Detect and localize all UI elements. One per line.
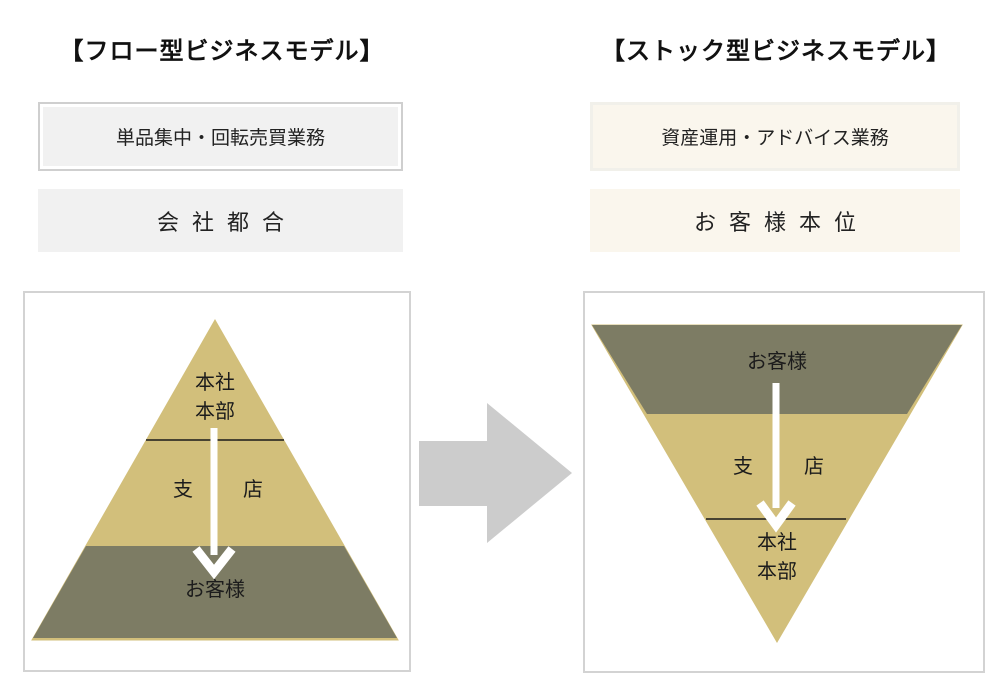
flow-top-label-line1: 本社 bbox=[195, 371, 235, 394]
flow-stance-box: 会社都合 bbox=[38, 189, 403, 252]
stock-stance-box: お客様本位 bbox=[590, 189, 960, 252]
stock-business-box: 資産運用・アドバイス業務 bbox=[590, 102, 960, 171]
stock-top-label: お客様 bbox=[747, 350, 807, 373]
down-arrow-head bbox=[756, 500, 796, 533]
stock-pyramid-panel: お客様 支 店 本社 本部 bbox=[583, 291, 985, 673]
flow-top-label-line2: 本部 bbox=[195, 400, 235, 423]
flow-pyramid-panel: 本社 本部 支 店 お客様 bbox=[23, 291, 411, 672]
flow-stance-label: 会社都合 bbox=[156, 209, 297, 235]
stock-model-title: 【ストック型ビジネスモデル】 bbox=[601, 38, 951, 65]
transform-arrow bbox=[415, 400, 575, 550]
down-arrow-head bbox=[192, 546, 236, 580]
right-block-arrow-icon bbox=[419, 403, 572, 543]
stock-stance-label: お客様本位 bbox=[693, 209, 869, 235]
stock-pyramid-top-section bbox=[592, 325, 962, 414]
stock-middle-label-left: 支 bbox=[733, 455, 753, 478]
stock-pyramid: お客様 支 店 本社 本部 bbox=[591, 324, 963, 643]
flow-model-title: 【フロー型ビジネスモデル】 bbox=[59, 38, 385, 65]
stock-middle-label-right: 店 bbox=[804, 455, 824, 478]
flow-middle-label-right: 店 bbox=[243, 478, 263, 501]
flow-business-label: 単品集中・回転売買業務 bbox=[115, 128, 325, 149]
stock-bottom-label-line1: 本社 bbox=[757, 531, 797, 554]
flow-bottom-label: お客様 bbox=[185, 578, 245, 601]
stock-business-label: 資産運用・アドバイス業務 bbox=[661, 128, 889, 149]
right-block-arrow-shape bbox=[419, 403, 572, 543]
flow-middle-label-left: 支 bbox=[173, 478, 193, 501]
flow-business-box: 単品集中・回転売買業務 bbox=[38, 102, 403, 171]
flow-pyramid-bottom-section bbox=[33, 546, 397, 638]
stock-bottom-label-line2: 本部 bbox=[757, 560, 797, 583]
flow-pyramid: 本社 本部 支 店 お客様 bbox=[31, 318, 399, 641]
